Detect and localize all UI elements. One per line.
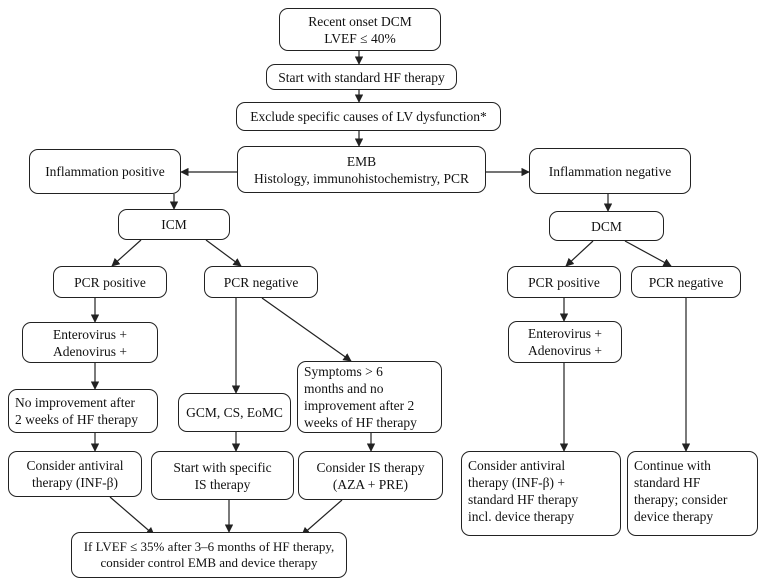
arrow-icm-to-pcrneg [205,239,242,267]
inflammation-negative-box: Inflammation negative [529,148,691,194]
inflammation-positive-box: Inflammation positive [29,149,181,194]
icm-box: ICM [118,209,230,240]
gcm-cs-eomc-box: GCM, CS, EoMC [178,393,291,432]
consider-antiviral-left-box: Consider antiviral therapy (INF-β) [8,451,142,497]
symptoms-box: Symptoms > 6 months and no improvement a… [297,361,442,433]
arrow-consider-is-to-final [301,499,343,536]
pcr-positive-left-box: PCR positive [53,266,167,298]
continue-standard-hf-box: Continue with standard HF therapy; consi… [627,451,758,536]
arrow-dcm-to-pcrneg [624,240,672,267]
arrow-dcm-to-pcrpos [565,240,594,267]
enterovirus-adenovirus-left-box: Enterovirus + Adenovirus + [22,322,158,363]
emb-box: EMB Histology, immunohistochemistry, PCR [237,146,486,193]
final-recommendation-box: If LVEF ≤ 35% after 3–6 months of HF the… [71,532,347,578]
pcr-negative-right-box: PCR negative [631,266,741,298]
enterovirus-adenovirus-right-box: Enterovirus + Adenovirus + [508,321,622,363]
consider-is-therapy-box: Consider IS therapy (AZA + PRE) [298,451,443,500]
recent-onset-dcm-box: Recent onset DCM LVEF ≤ 40% [279,8,441,51]
arrow-antiviral-to-final [109,496,155,536]
no-improvement-box: No improvement after 2 weeks of HF thera… [8,389,158,433]
dcm-box: DCM [549,211,664,241]
start-specific-is-box: Start with specific IS therapy [151,451,294,500]
exclude-causes-box: Exclude specific causes of LV dysfunctio… [236,102,501,131]
arrow-icm-to-pcrpos [111,239,142,267]
standard-hf-therapy-box: Start with standard HF therapy [266,64,457,90]
arrow-pcrneg-to-symptoms [261,297,352,362]
pcr-positive-right-box: PCR positive [507,266,621,298]
consider-antiviral-right-box: Consider antiviral therapy (INF-β) + sta… [461,451,621,536]
pcr-negative-left-box: PCR negative [204,266,318,298]
